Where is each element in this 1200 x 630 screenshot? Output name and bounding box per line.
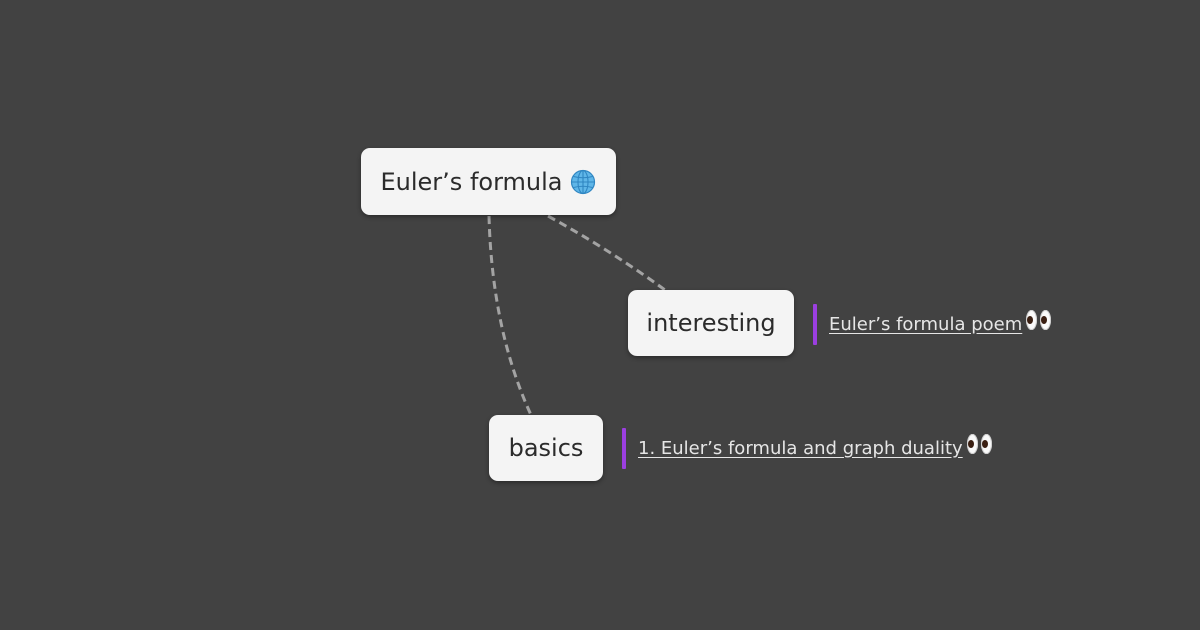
edge-root-interesting <box>547 214 666 292</box>
eyes-icon <box>966 433 995 454</box>
root-node-label: Euler’s formula <box>380 167 563 196</box>
link-accent-bar <box>813 304 817 345</box>
edge-root-basics <box>487 215 533 416</box>
eye-left <box>966 433 978 454</box>
globe-icon <box>570 169 596 195</box>
link-group-basics: 1. Euler’s formula and graph duality <box>622 428 995 469</box>
root-node[interactable]: Euler’s formula <box>361 148 616 215</box>
link-euler-formula-poem[interactable]: Euler’s formula poem <box>829 314 1023 335</box>
eyes-icon <box>1026 309 1054 330</box>
branch-node-basics[interactable]: basics <box>489 415 603 481</box>
link-group-interesting: Euler’s formula poem <box>813 304 1054 345</box>
branch-node-label: interesting <box>646 309 776 337</box>
branch-node-interesting[interactable]: interesting <box>628 290 794 356</box>
eye-left <box>1026 309 1038 330</box>
eye-right <box>980 433 992 454</box>
link-accent-bar <box>622 428 626 469</box>
link-graph-duality[interactable]: 1. Euler’s formula and graph duality <box>638 438 963 459</box>
branch-node-label: basics <box>508 434 584 462</box>
eye-right <box>1040 309 1052 330</box>
